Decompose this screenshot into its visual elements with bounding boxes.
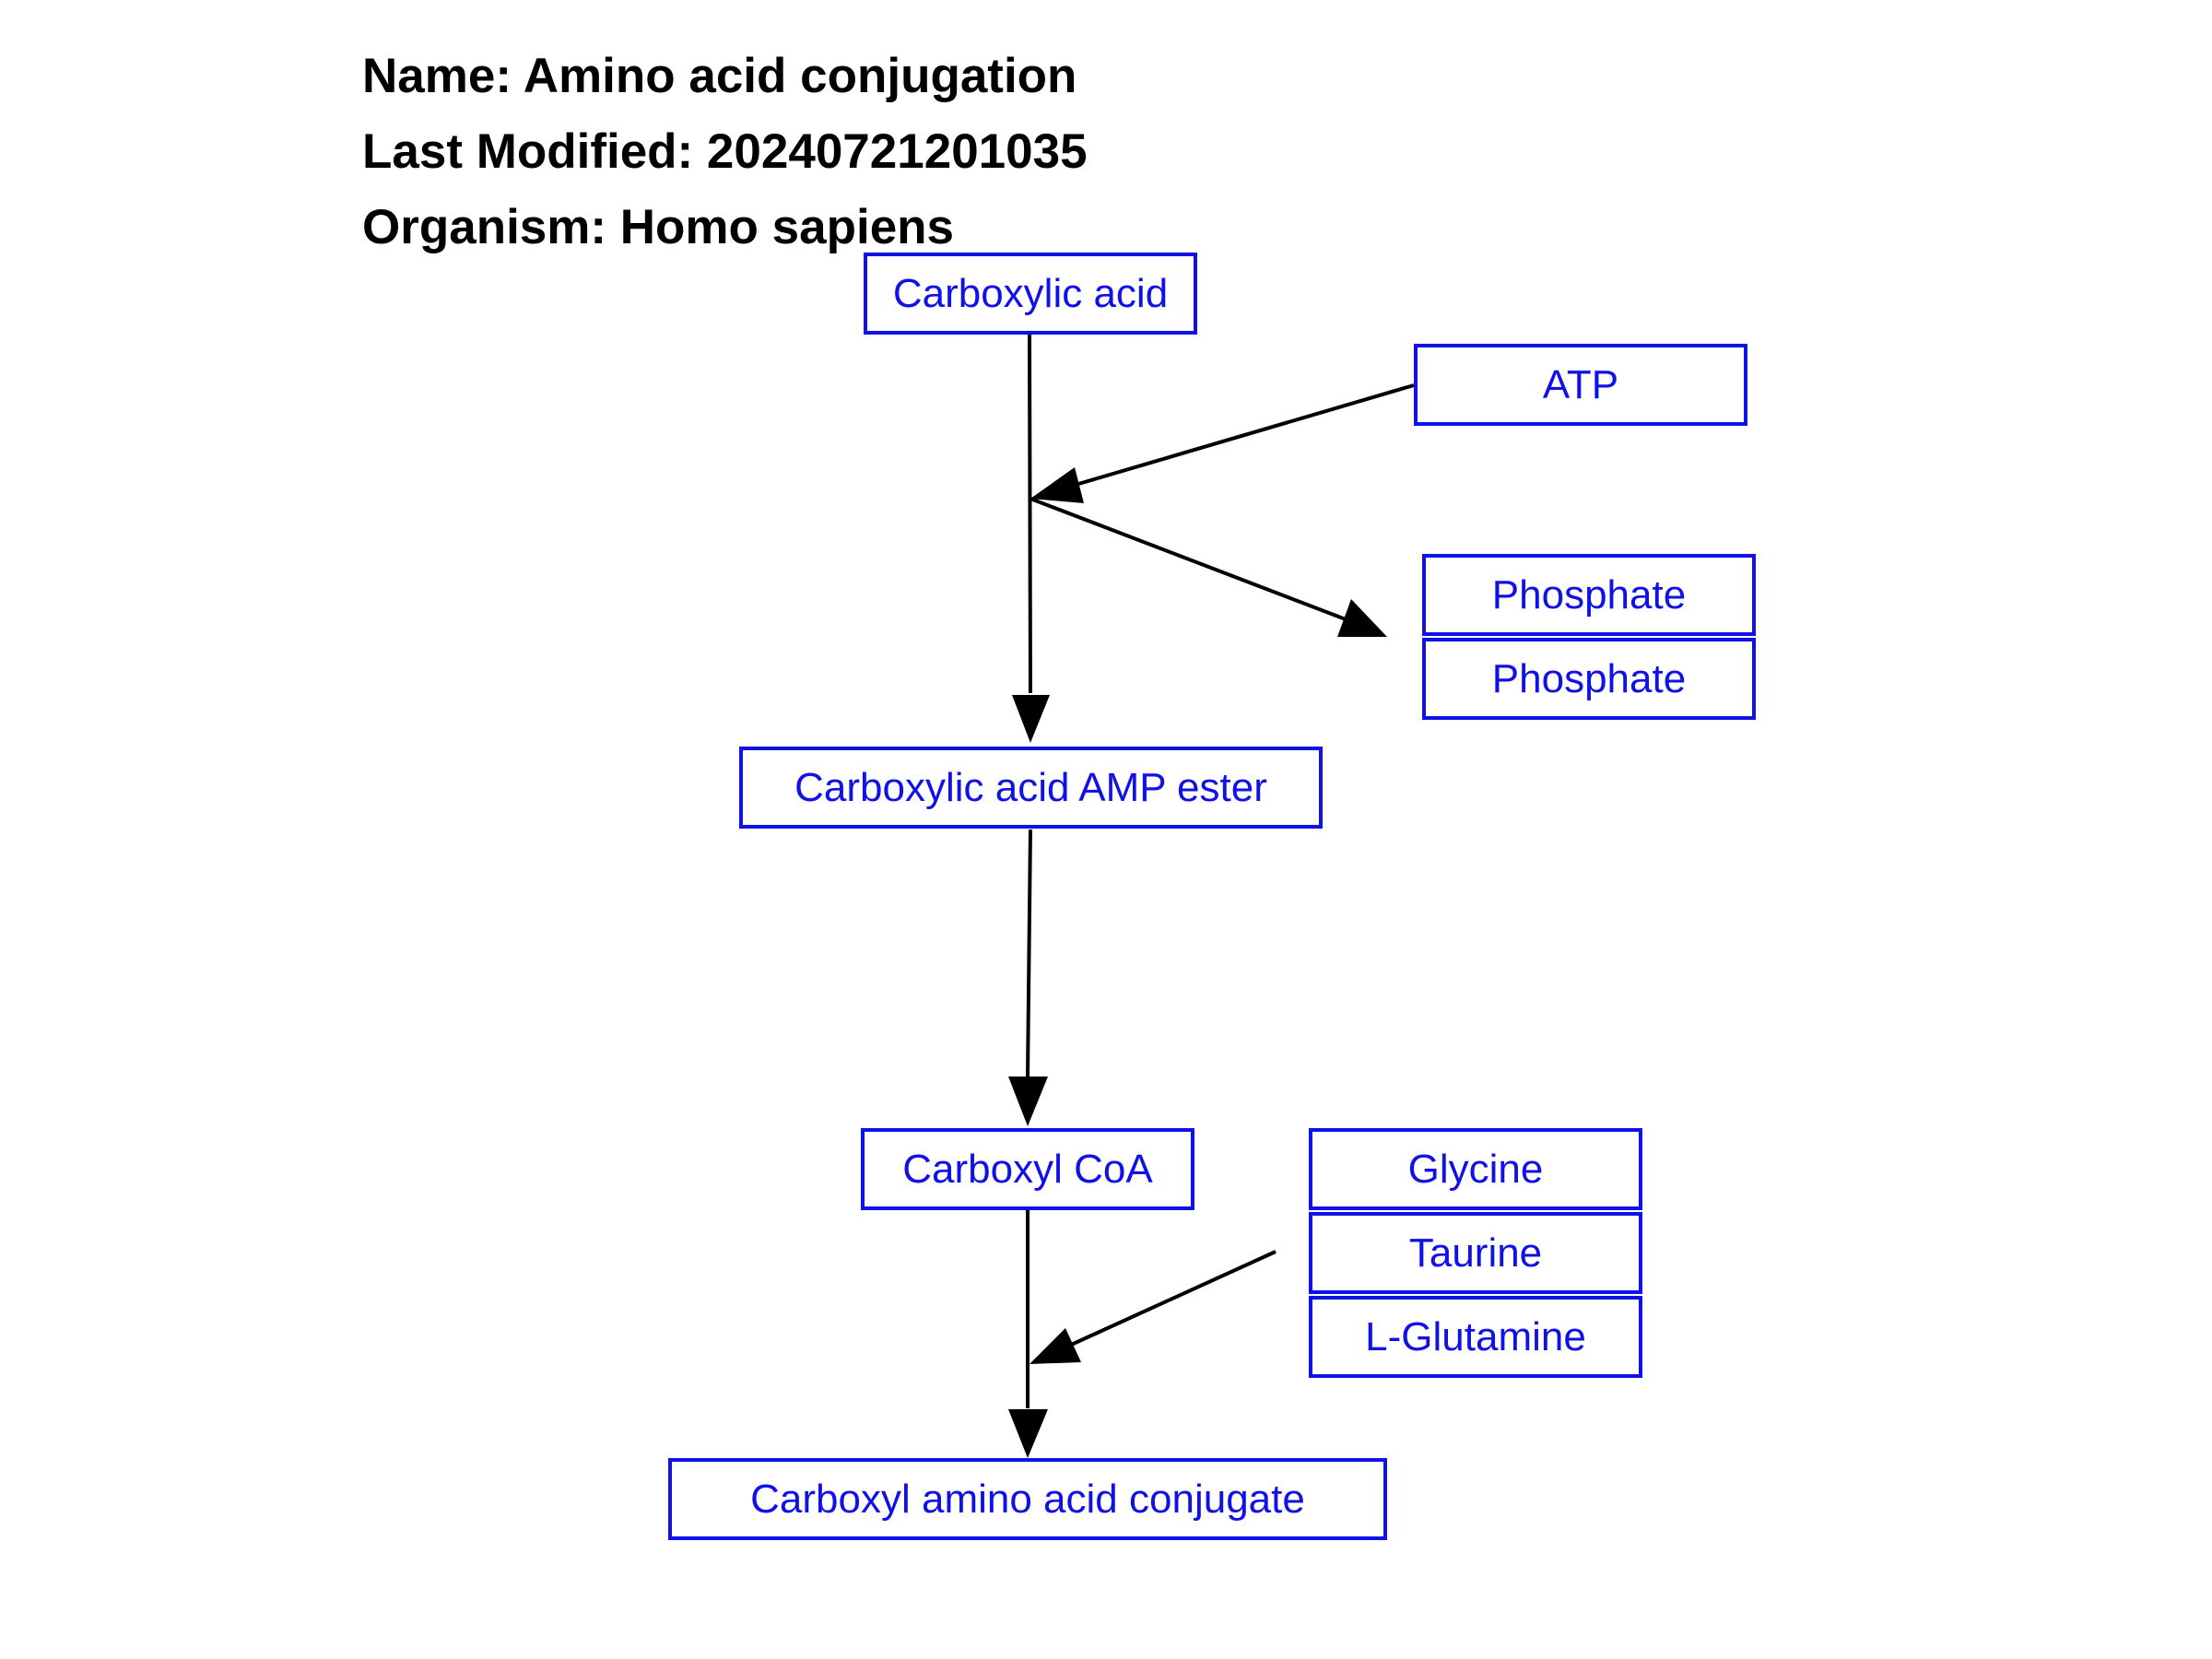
edge-atp-to-reaction: [1068, 383, 1415, 488]
pathway-name: Name: Amino acid conjugation: [362, 49, 1077, 103]
arrowhead-aminoacids: [1030, 1328, 1081, 1364]
edge-aminoacids-to-reaction: [1068, 1250, 1277, 1347]
edge-ampester-to-coa: [1026, 829, 1032, 1077]
edge-reaction-to-phosphate: [1030, 497, 1347, 621]
node-phosphate[interactable]: Phosphate: [1422, 554, 1756, 636]
node-carboxylic-acid-amp-ester[interactable]: Carboxylic acid AMP ester: [739, 747, 1323, 829]
node-carboxyl-coa[interactable]: Carboxyl CoA: [861, 1128, 1194, 1210]
arrowhead-coa: [1008, 1077, 1048, 1126]
node-atp[interactable]: ATP: [1414, 344, 1747, 426]
arrowhead-conjugate: [1008, 1409, 1048, 1458]
node-carboxylic-acid[interactable]: Carboxylic acid: [864, 253, 1197, 335]
node-glycine[interactable]: Glycine: [1309, 1128, 1642, 1210]
arrowhead-phosphate: [1337, 599, 1387, 637]
node-phosphate[interactable]: Phosphate: [1422, 638, 1756, 720]
organism: Organism: Homo sapiens: [362, 200, 955, 254]
last-modified: Last Modified: 20240721201035: [362, 124, 1088, 179]
node-l-glutamine[interactable]: L-Glutamine: [1309, 1296, 1642, 1378]
node-taurine[interactable]: Taurine: [1309, 1212, 1642, 1294]
arrowhead-ampester: [1012, 695, 1050, 743]
node-carboxyl-amino-acid-conjugate[interactable]: Carboxyl amino acid conjugate: [668, 1458, 1387, 1540]
arrowhead-atp: [1030, 467, 1084, 503]
